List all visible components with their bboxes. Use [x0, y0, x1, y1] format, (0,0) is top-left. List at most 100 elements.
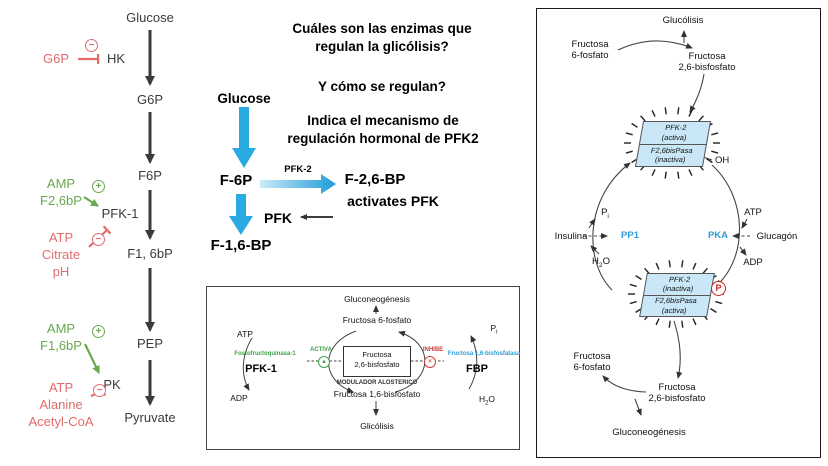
- f6p-to-f26bp-arrow: [260, 174, 336, 194]
- question-3: Indica el mecanismo de regulación hormon…: [287, 113, 479, 146]
- glucose-to-f6p-arrow: [232, 107, 256, 168]
- panel-f6p-top: Fructosa 6-fosfato: [559, 39, 621, 62]
- inset-enzyme1-fullname: Fosfofructoquinasa-1: [234, 351, 296, 357]
- metabolite-line: 6-fosfato: [571, 50, 609, 62]
- center-blue-arrows: [229, 107, 336, 235]
- enzyme-pk: PK: [103, 377, 121, 392]
- panel-atp: ATP: [744, 207, 762, 218]
- inset-f16bp: Fructosa 1,6-bisfosfato: [333, 389, 421, 399]
- panel-gluconeogenesis: Gluconeogénesis: [612, 427, 686, 438]
- panel-insulina: Insulina: [554, 231, 588, 242]
- panel-f26bp-bottom: Fructosa 2,6-bisfosfato: [637, 382, 717, 405]
- box-line: (activa): [661, 305, 688, 315]
- inset-inhibe-label: INHIBE: [422, 347, 444, 353]
- inhibitor-label: pH: [52, 263, 70, 279]
- box-line: (activa): [661, 132, 688, 142]
- panel-f6p-bottom: Fructosa 6-fosfato: [561, 351, 623, 374]
- box-line: F2,6bisPasa: [650, 145, 694, 155]
- pfk2-active-box: PFK-2 (activa) F2,6bisPasa (inactiva): [634, 121, 712, 167]
- inset-f6p: Fructosa 6-fosfato: [342, 315, 412, 325]
- pi-subscript: i: [496, 329, 498, 336]
- node-pyruvate: Pyruvate: [124, 410, 176, 425]
- enzyme-hk: HK: [106, 51, 126, 66]
- enzyme-pfk1: PFK-1: [101, 206, 139, 221]
- panel-oh: OH: [715, 155, 730, 166]
- center-glucose: Glucose: [217, 91, 271, 106]
- inset-activa-label: ACTIVA: [310, 347, 332, 353]
- pfk2-regulation-panel: Glucólisis Fructosa 6-fosfato Fructosa 2…: [536, 8, 821, 458]
- metabolite-line: Fructosa: [573, 351, 611, 362]
- panel-pp1: PP1: [621, 230, 639, 241]
- minus-icon: −: [93, 384, 106, 397]
- h2o-subscript: 2: [598, 261, 603, 269]
- panel-h2o: H2O: [581, 256, 621, 270]
- node-glucose: Glucose: [126, 10, 174, 25]
- inhibitor-label: ATP: [48, 380, 74, 395]
- inhibitor-label: Alanine: [39, 396, 83, 412]
- center-f26bp: F-2,6-BP: [344, 171, 406, 188]
- node-g6p: G6P: [136, 92, 163, 107]
- box-line: (inactiva): [662, 284, 695, 294]
- activation-arrows: [83, 196, 100, 374]
- pfk1-activators: AMP F2,6bP: [28, 176, 94, 210]
- metabolite-line: Fructosa: [688, 51, 726, 62]
- modulator-line: 2,6-bisfosfato: [354, 360, 400, 370]
- f6p-to-f16bp-arrow: [229, 194, 253, 235]
- h2o-symbol: H: [592, 256, 599, 267]
- pfk1-inhibitors: ATP Citrate pH: [28, 230, 94, 281]
- activator-label: F1,6bP: [40, 337, 82, 353]
- activator-label: AMP: [46, 176, 76, 191]
- box-line: PFK-2: [668, 274, 692, 284]
- panel-arrows: [583, 30, 750, 416]
- pk-inhibitors: ATP Alanine Acetyl-CoA: [16, 380, 106, 431]
- metabolite-line: 2,6-bisfosfato: [648, 393, 706, 405]
- pi-subscript: i: [607, 212, 609, 220]
- inset-gluconeogenesis: Gluconeogénesis: [344, 294, 410, 304]
- panel-f26bp-top: Fructosa 2,6-bisfosfato: [667, 51, 747, 74]
- node-pep: PEP: [136, 336, 163, 351]
- activator-label: F2,6bP: [40, 192, 82, 208]
- pk-activators: AMP F1,6bP: [28, 321, 94, 355]
- inset-glicolisis: Glicólisis: [360, 421, 394, 431]
- inhibitor-label: ATP: [48, 230, 74, 245]
- panel-pka: PKA: [707, 230, 729, 241]
- center-activates-pfk: activates PFK: [347, 193, 439, 209]
- activator-label: AMP: [46, 321, 76, 336]
- f26bpase-active-cell: F2,6bisPasa (activa): [640, 296, 710, 317]
- pfk2-active-cell: PFK-2 (activa): [639, 122, 710, 145]
- inset-modulador-label: MODULADOR ALOSTERICO: [336, 380, 418, 386]
- center-f16bp: F-1,6-BP: [210, 237, 272, 254]
- hk-inhibitor-g6p: G6P: [42, 51, 69, 66]
- box-line: PFK-2: [664, 123, 688, 133]
- metabolite-line: Fructosa: [658, 382, 696, 393]
- inset-pi: Pi: [481, 323, 507, 337]
- box-line: F2,6bisPasa: [654, 296, 698, 306]
- node-f16bp: F1, 6bP: [127, 246, 173, 261]
- metabolite-line: Fructosa: [571, 39, 609, 50]
- inset-h2o: H2O: [469, 394, 505, 408]
- center-f6p: F-6P: [219, 172, 253, 189]
- inhibitor-label: Citrate: [41, 246, 81, 262]
- inset-modulator-box: Fructosa 2,6-bisfosfato: [343, 346, 411, 377]
- phosphate-badge: P: [711, 281, 726, 296]
- plus-icon: +: [92, 325, 105, 338]
- metabolite-line: 2,6-bisfosfato: [678, 62, 736, 74]
- minus-icon: −: [92, 233, 105, 246]
- inhibitor-label: Acetyl-CoA: [28, 413, 94, 429]
- inset-enzyme2-fullname: Fructosa 1,6-bisfosfatasa: [447, 351, 521, 357]
- h2o-symbol: O: [602, 256, 610, 267]
- inset-fbp: FBP: [466, 363, 488, 375]
- plus-icon: +: [92, 180, 105, 193]
- h2o-symbol: O: [488, 394, 496, 404]
- panel-glucagon: Glucagón: [756, 231, 798, 242]
- h2o-symbol: H: [478, 394, 486, 404]
- node-f6p: F6P: [138, 168, 162, 183]
- panel-glucolisis: Glucólisis: [662, 15, 704, 26]
- pi-symbol: P: [490, 323, 497, 333]
- box-line: (inactiva): [654, 155, 687, 165]
- inset-pfk1: PFK-1: [245, 363, 277, 375]
- inset-adp: ADP: [230, 393, 248, 403]
- pfk2-inactive-box: PFK-2 (inactiva) F2,6bisPasa (activa): [639, 273, 715, 317]
